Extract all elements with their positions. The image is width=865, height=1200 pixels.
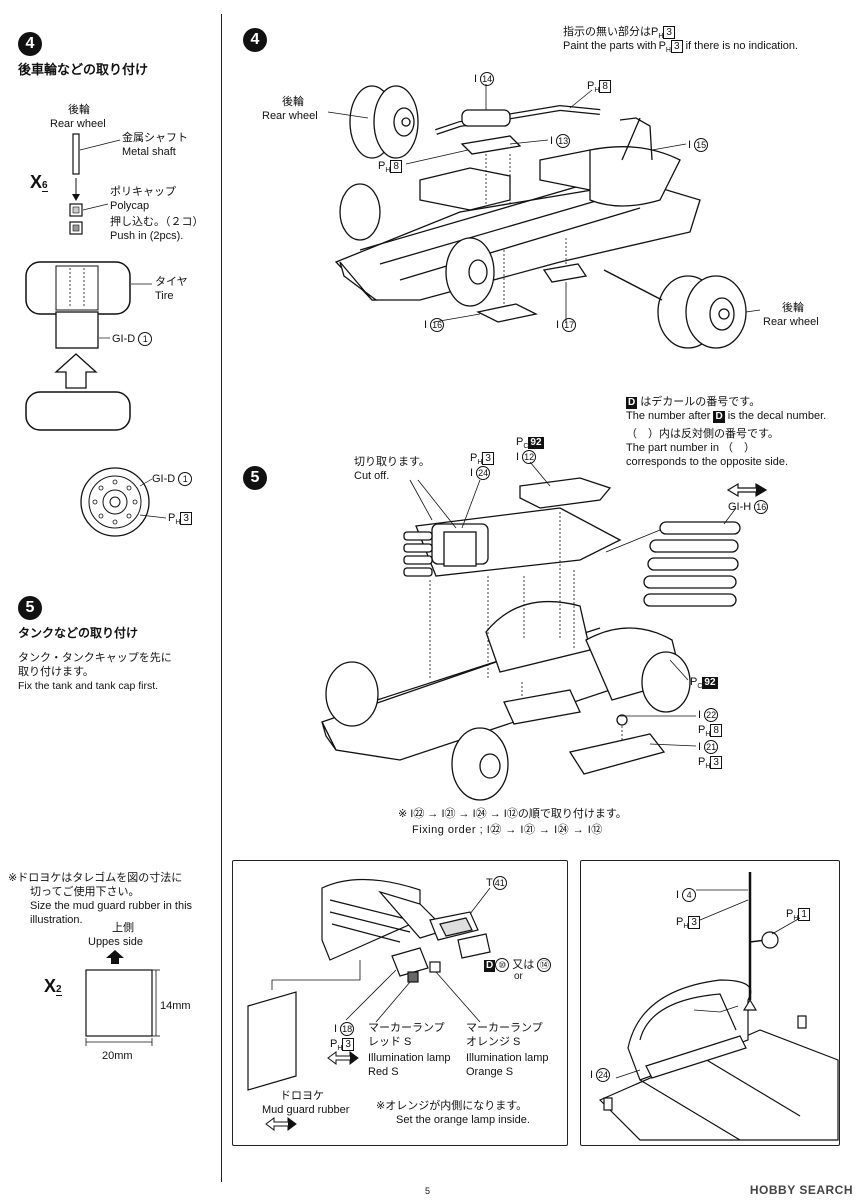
decal-or-en: or — [514, 971, 523, 982]
opposite-side-note-en-1: The part number in （ ） — [626, 442, 755, 454]
fixing-order-jp: ※ I㉒ → I㉑ → I㉔ → I⑫の順で取り付けます。 — [398, 808, 627, 820]
marker-orange-jp-2: オレンジ S — [466, 1036, 521, 1048]
cut-off-label-en: Cut off. — [354, 470, 390, 482]
mudguard-note-jp-1: ※ドロヨケはタレゴムを図の寸法に — [8, 872, 183, 884]
part-i18-label: I 18 — [334, 1022, 355, 1036]
mud-guard-rubber-en: Mud guard rubber — [262, 1104, 350, 1116]
height-dimension: 14mm — [160, 1000, 191, 1012]
part-i16-label: I 16 — [424, 318, 445, 332]
quantity-x-2: X2 — [44, 976, 62, 996]
part-i21-label: I 21 — [698, 740, 719, 754]
orange-inside-note-en: Set the orange lamp inside. — [396, 1114, 530, 1126]
step-5-note-jp-2: 取り付けます。 — [18, 666, 94, 678]
mud-guard-size-illustration — [85, 950, 160, 1046]
push-in-label-jp: 押し込む。（２コ） — [110, 216, 204, 228]
mudguard-note-en-1: Size the mud guard rubber in this — [30, 900, 193, 912]
marker-orange-en-1: Illumination lamp — [466, 1052, 549, 1064]
step-4-title: 後車輪などの取り付け — [18, 62, 149, 77]
watermark: HOBBY SEARCH — [749, 1183, 853, 1197]
rear-wheel-left-jp: 後輪 — [282, 96, 304, 108]
opposite-side-note-en-2: corresponds to the opposite side. — [626, 456, 789, 468]
step-5-title: タンクなどの取り付け — [18, 626, 139, 640]
part-i15-label: I 15 — [688, 138, 709, 152]
mudguard-note-jp-2: 切ってご使用下さい。 — [30, 886, 140, 898]
polycap-label-jp: ポリキャップ — [110, 186, 176, 198]
marker-red-en-2: Red S — [368, 1066, 399, 1078]
marker-orange-jp-1: マーカーランプ — [466, 1022, 543, 1034]
decal-note-en: The number after D is the decal number. — [626, 410, 827, 423]
metal-shaft-label-en: Metal shaft — [122, 146, 176, 158]
upper-side-label-en: Uppes side — [88, 936, 144, 948]
step-5-chassis-illustration — [321, 461, 768, 801]
detail-box-mud-guard — [232, 860, 568, 1146]
marker-red-jp-2: レッド S — [368, 1036, 412, 1048]
step-4-shaft-tire-illustration — [25, 133, 167, 537]
part-gi-d-1-label-b: GI-D 1 — [152, 472, 193, 486]
rear-wheel-label-jp: 後輪 — [68, 104, 90, 116]
rear-wheel-right-jp: 後輪 — [782, 302, 804, 314]
part-i14-label: I 14 — [474, 72, 495, 86]
step-4-badge: 4 — [18, 32, 42, 56]
upper-side-label-jp: 上側 — [112, 922, 134, 934]
part-gi-d-1-label: GI-D 1 — [112, 332, 153, 346]
polycap-label-en: Polycap — [110, 200, 150, 212]
fixing-order-en: Fixing order ; I㉒ → I㉑ → I㉔ → I⑫ — [412, 824, 603, 836]
detail-box-mirror — [580, 860, 840, 1146]
rear-wheel-label-en: Rear wheel — [50, 118, 106, 130]
step-5-badge-left: 5 — [18, 596, 42, 620]
step-4-badge-right: 4 — [243, 28, 267, 52]
opposite-side-note-jp: （ ）内は反対側の番号です。 — [626, 428, 779, 440]
part-i24-box2: I 24 — [590, 1068, 611, 1082]
width-dimension: 20mm — [102, 1050, 133, 1062]
part-gi-h-16-label: GI-H 16 — [728, 500, 769, 514]
page-number: 5 — [425, 1186, 431, 1196]
marker-red-en-1: Illumination lamp — [368, 1052, 451, 1064]
metal-shaft-label-jp: 金属シャフト — [122, 132, 188, 144]
column-divider — [221, 14, 222, 1182]
quantity-x-6: X6 — [30, 172, 48, 192]
tire-label-en: Tire — [155, 290, 174, 302]
mudguard-note-en-2: illustration. — [30, 914, 83, 926]
decal-note-jp: D はデカールの番号です。 — [626, 396, 761, 409]
marker-orange-en-2: Orange S — [466, 1066, 514, 1078]
rear-wheel-right-en: Rear wheel — [763, 316, 819, 328]
part-i24-step5: I 24 — [470, 466, 491, 480]
part-i12-step5: I 12 — [516, 450, 537, 464]
part-i22-label: I 22 — [698, 708, 719, 722]
orange-inside-note-jp: ※オレンジが内側になります。 — [376, 1100, 528, 1112]
rear-wheel-left-en: Rear wheel — [262, 110, 318, 122]
push-in-label-en: Push in (2pcs). — [110, 230, 184, 242]
step-4-chassis-illustration — [327, 84, 761, 349]
mud-guard-rubber-jp: ドロヨケ — [280, 1090, 324, 1102]
part-i13-label: I 13 — [550, 134, 571, 148]
part-i17-label: I 17 — [556, 318, 577, 332]
part-i4-label: I 4 — [676, 888, 697, 902]
tire-label-jp: タイヤ — [155, 276, 188, 288]
step-5-note-en: Fix the tank and tank cap first. — [18, 680, 159, 692]
marker-red-jp-1: マーカーランプ — [368, 1022, 445, 1034]
cut-off-label-jp: 切り取ります。 — [354, 456, 430, 468]
step-5-badge-right: 5 — [243, 466, 267, 490]
step-5-note-jp-1: タンク・タンクキャップを先に — [18, 652, 172, 664]
